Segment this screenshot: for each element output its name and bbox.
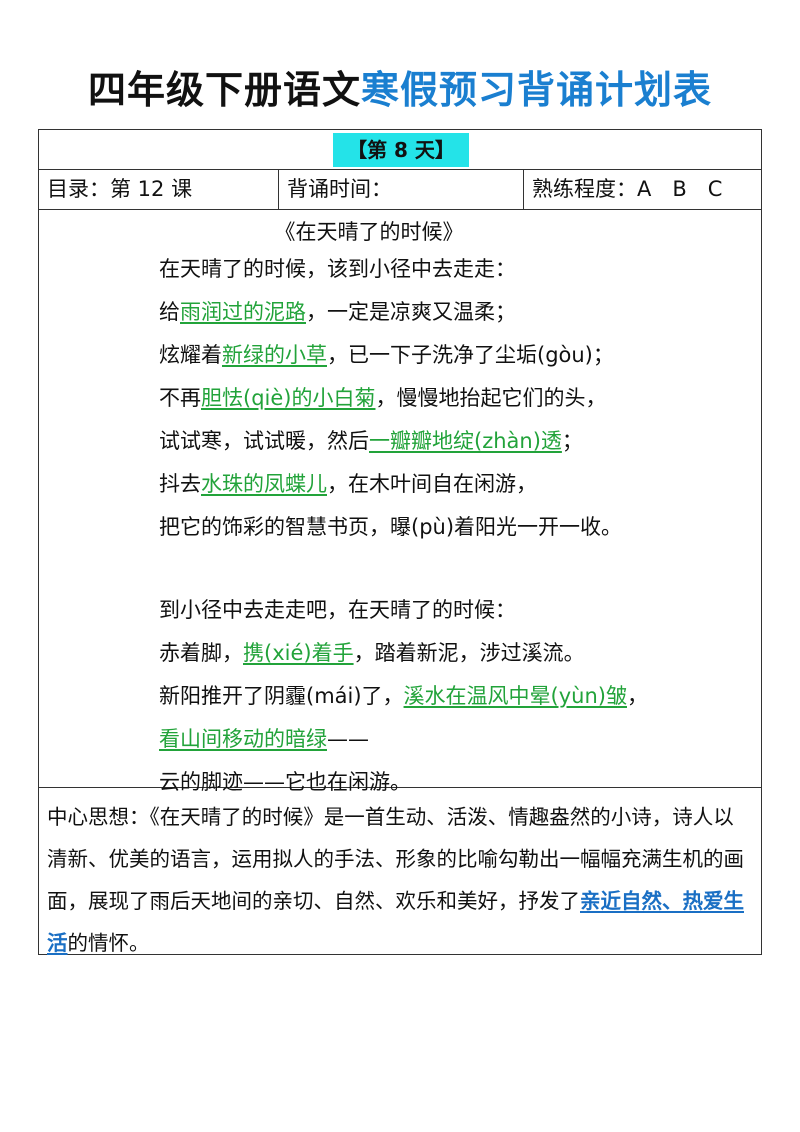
poem-text: 云的脚迹——它也在闲游。 bbox=[159, 770, 411, 794]
highlighted-phrase: 新绿的小草 bbox=[222, 343, 327, 367]
proficiency-cell: 熟练程度：A B C bbox=[532, 177, 723, 201]
central-idea-ending: 的情怀。 bbox=[67, 931, 150, 955]
poem-line: 不再胆怯(qiè)的小白菊，慢慢地抬起它们的头， bbox=[159, 382, 606, 414]
highlighted-phrase: 雨润过的泥路 bbox=[180, 300, 306, 324]
highlighted-phrase: 一瓣瓣地绽(zhàn)透 bbox=[369, 429, 562, 453]
poem-text: 炫耀着 bbox=[159, 343, 222, 367]
poem-text: 抖去 bbox=[159, 472, 201, 496]
title-plan-part: 寒假预习背诵计划表 bbox=[361, 68, 713, 112]
poem-line: 炫耀着新绿的小草，已一下子洗净了尘垢(gòu)； bbox=[159, 339, 614, 371]
poem-text: 赤着脚， bbox=[159, 641, 243, 665]
poem-text: 给 bbox=[159, 300, 180, 324]
recite-time-cell: 背诵时间： bbox=[279, 170, 524, 209]
info-row: 目录：第 12 课 背诵时间： 熟练程度：A B C bbox=[39, 170, 761, 210]
central-idea-text: 中心思想：《在天晴了的时候》是一首生动、活泼、情趣盎然的小诗，诗人以清新、优美的… bbox=[47, 805, 744, 913]
poem-text: 新阳推开了阴霾(mái)了， bbox=[159, 684, 404, 708]
page-title: 四年级下册语文寒假预习背诵计划表 bbox=[0, 62, 800, 118]
poem-text: 在天晴了的时候，该到小径中去走走： bbox=[159, 257, 516, 281]
poem-text: ，踏着新泥，涉过溪流。 bbox=[353, 641, 585, 665]
poem-line: 抖去水珠的凤蝶儿，在木叶间自在闲游， bbox=[159, 468, 537, 500]
poem-line: 云的脚迹——它也在闲游。 bbox=[159, 766, 411, 798]
poem-text: ，已一下子洗净了尘垢(gòu)； bbox=[327, 343, 614, 367]
poem-text: ； bbox=[561, 429, 583, 453]
poem-text: ，在木叶间自在闲游， bbox=[327, 472, 537, 496]
highlighted-phrase: 看山间移动的暗绿 bbox=[159, 727, 327, 751]
highlighted-phrase: 携(xié)着手 bbox=[243, 641, 354, 665]
poem-line: 新阳推开了阴霾(mái)了，溪水在温风中晕(yùn)皱， bbox=[159, 680, 648, 712]
plan-table: 【第 8 天】 目录：第 12 课 背诵时间： 熟练程度：A B C 《在天晴了… bbox=[38, 129, 762, 955]
central-idea: 中心思想：《在天晴了的时候》是一首生动、活泼、情趣盎然的小诗，诗人以清新、优美的… bbox=[39, 788, 761, 955]
poem-text: 到小径中去走走吧，在天晴了的时候： bbox=[159, 598, 516, 622]
poem-line: 在天晴了的时候，该到小径中去走走： bbox=[159, 253, 516, 285]
highlighted-phrase: 水珠的凤蝶儿 bbox=[201, 472, 327, 496]
poem-line: 把它的饰彩的智慧书页，曝(pù)着阳光一开一收。 bbox=[159, 511, 622, 543]
highlighted-phrase: 溪水在温风中晕(yùn)皱 bbox=[403, 684, 627, 708]
poem-text: ，慢慢地抬起它们的头， bbox=[375, 386, 607, 410]
poem-line: 给雨润过的泥路，一定是凉爽又温柔； bbox=[159, 296, 516, 328]
day-badge: 【第 8 天】 bbox=[333, 133, 469, 167]
poem-line: 看山间移动的暗绿—— bbox=[159, 723, 369, 755]
day-row: 【第 8 天】 bbox=[39, 130, 761, 170]
poem-text: ， bbox=[626, 684, 648, 708]
poem-text: 不再 bbox=[159, 386, 201, 410]
title-grade-part: 四年级下册语文 bbox=[87, 68, 361, 112]
poem-line: 试试寒，试试暖，然后一瓣瓣地绽(zhàn)透； bbox=[159, 425, 583, 457]
poem-title: 《在天晴了的时候》 bbox=[274, 220, 464, 244]
poem-text: ，一定是凉爽又温柔； bbox=[306, 300, 516, 324]
poem-line: 赤着脚，携(xié)着手，踏着新泥，涉过溪流。 bbox=[159, 637, 585, 669]
central-idea-key-phrase: 亲近自然、热爱生活 bbox=[47, 889, 744, 955]
highlighted-phrase: 胆怯(qiè)的小白菊 bbox=[201, 386, 376, 410]
poem-text: —— bbox=[327, 727, 369, 751]
poem-section: 《在天晴了的时候》 在天晴了的时候，该到小径中去走走： 给雨润过的泥路，一定是凉爽… bbox=[39, 210, 761, 794]
poem-text: 试试寒，试试暖，然后 bbox=[159, 429, 369, 453]
poem-line: 到小径中去走走吧，在天晴了的时候： bbox=[159, 594, 516, 626]
poem-text: 把它的饰彩的智慧书页，曝(pù)着阳光一开一收。 bbox=[159, 515, 623, 539]
catalog-cell: 目录：第 12 课 bbox=[39, 170, 279, 209]
